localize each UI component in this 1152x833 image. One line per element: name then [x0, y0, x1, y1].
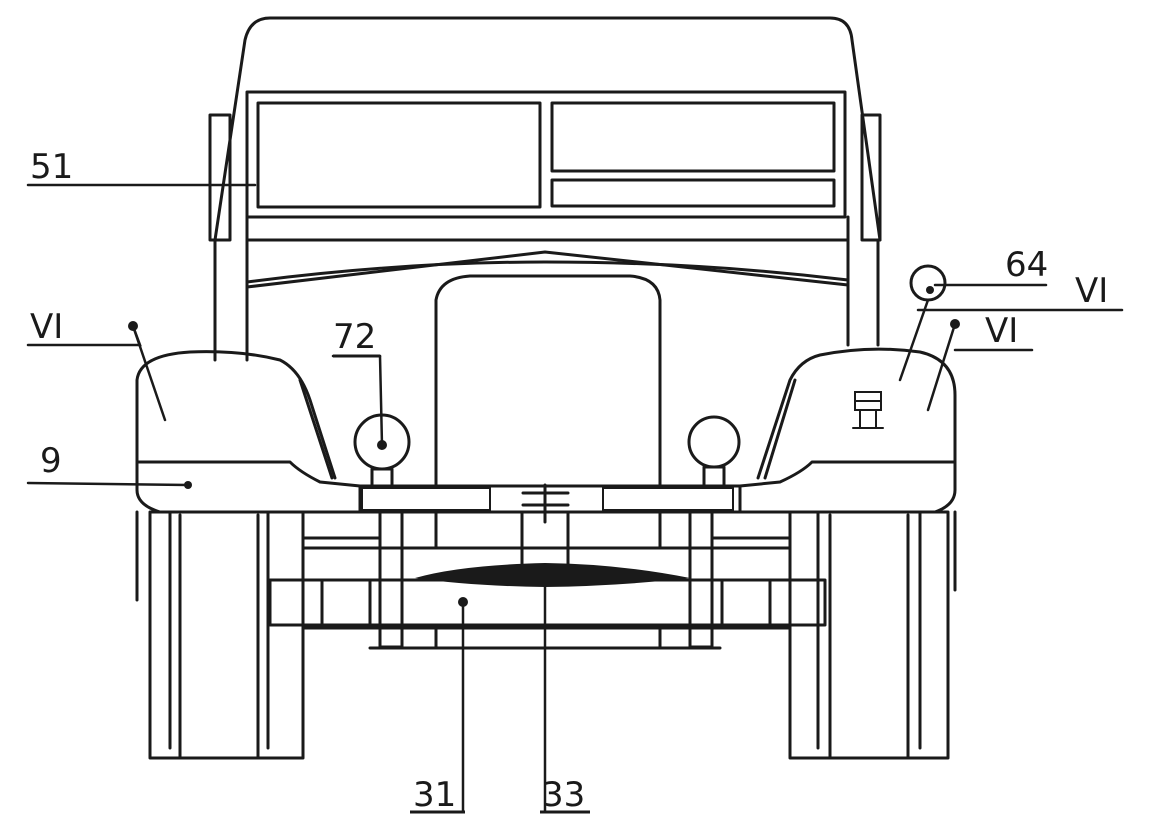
left-tire-outline: [148, 510, 305, 760]
grille: [434, 274, 662, 487]
leader-72-vertical: [378, 354, 384, 447]
cowl-line: [245, 250, 850, 289]
fender-lamp-symbol: [852, 391, 884, 429]
bumper-center-bar: [358, 484, 742, 514]
label-beacon: 64: [1005, 245, 1048, 285]
left-fender-inner: [298, 378, 334, 480]
reference-labels: 51 VI 9 72 64 VI VI 31 33: [30, 147, 1108, 815]
left-fender: [135, 350, 337, 480]
cab: [208, 16, 882, 362]
label-underlines: [333, 354, 590, 814]
right-fender: [756, 347, 957, 480]
beacon-lamp: [909, 264, 947, 302]
grille-outline: [434, 274, 662, 487]
leader-9: [26, 481, 190, 487]
left-wheel: [135, 510, 305, 760]
right-wheel: [788, 510, 957, 760]
right-headlight-lens: [687, 415, 741, 469]
label-bumper: 9: [40, 441, 62, 481]
left-fender-outline: [135, 350, 337, 480]
label-fender-right: VI: [985, 311, 1018, 351]
windshield-pane-left: [256, 101, 542, 209]
left-headlight-mount: [370, 467, 394, 488]
visor-strip: [550, 178, 836, 208]
bumper-left-plate: [361, 487, 491, 511]
right-side-post: [860, 113, 882, 242]
front-axle: [268, 578, 827, 650]
leader-lines: [26, 183, 1124, 814]
label-lamp-right: VI: [1075, 271, 1108, 311]
windshield-frame: [245, 90, 847, 219]
label-axle: 31: [413, 775, 456, 815]
windshield-pane-right: [550, 101, 836, 173]
label-fender-left: VI: [30, 307, 63, 347]
right-headlight-mount: [702, 465, 726, 488]
hitch-mark: [521, 483, 570, 524]
left-side-post: [208, 113, 232, 242]
spring-plate: [415, 563, 690, 587]
left-axle-bracket: [320, 578, 372, 627]
bumper-left-outline: [135, 460, 362, 514]
label-windshield: 51: [30, 147, 73, 187]
bumper-right-outline: [738, 460, 957, 514]
right-headlight: [687, 415, 741, 488]
bumper-right-plate: [602, 487, 734, 511]
cab-roof-outline: [213, 16, 882, 242]
beacon-lens: [909, 264, 947, 302]
right-fender-outline: [756, 347, 957, 480]
cowl-line-lower: [245, 260, 850, 284]
label-headlight: 72: [333, 317, 376, 357]
right-axle-bracket: [720, 578, 772, 627]
right-tire-outline: [788, 510, 950, 760]
label-plate: 33: [542, 775, 585, 815]
bumper: [135, 460, 957, 524]
right-fender-inner: [763, 378, 797, 480]
